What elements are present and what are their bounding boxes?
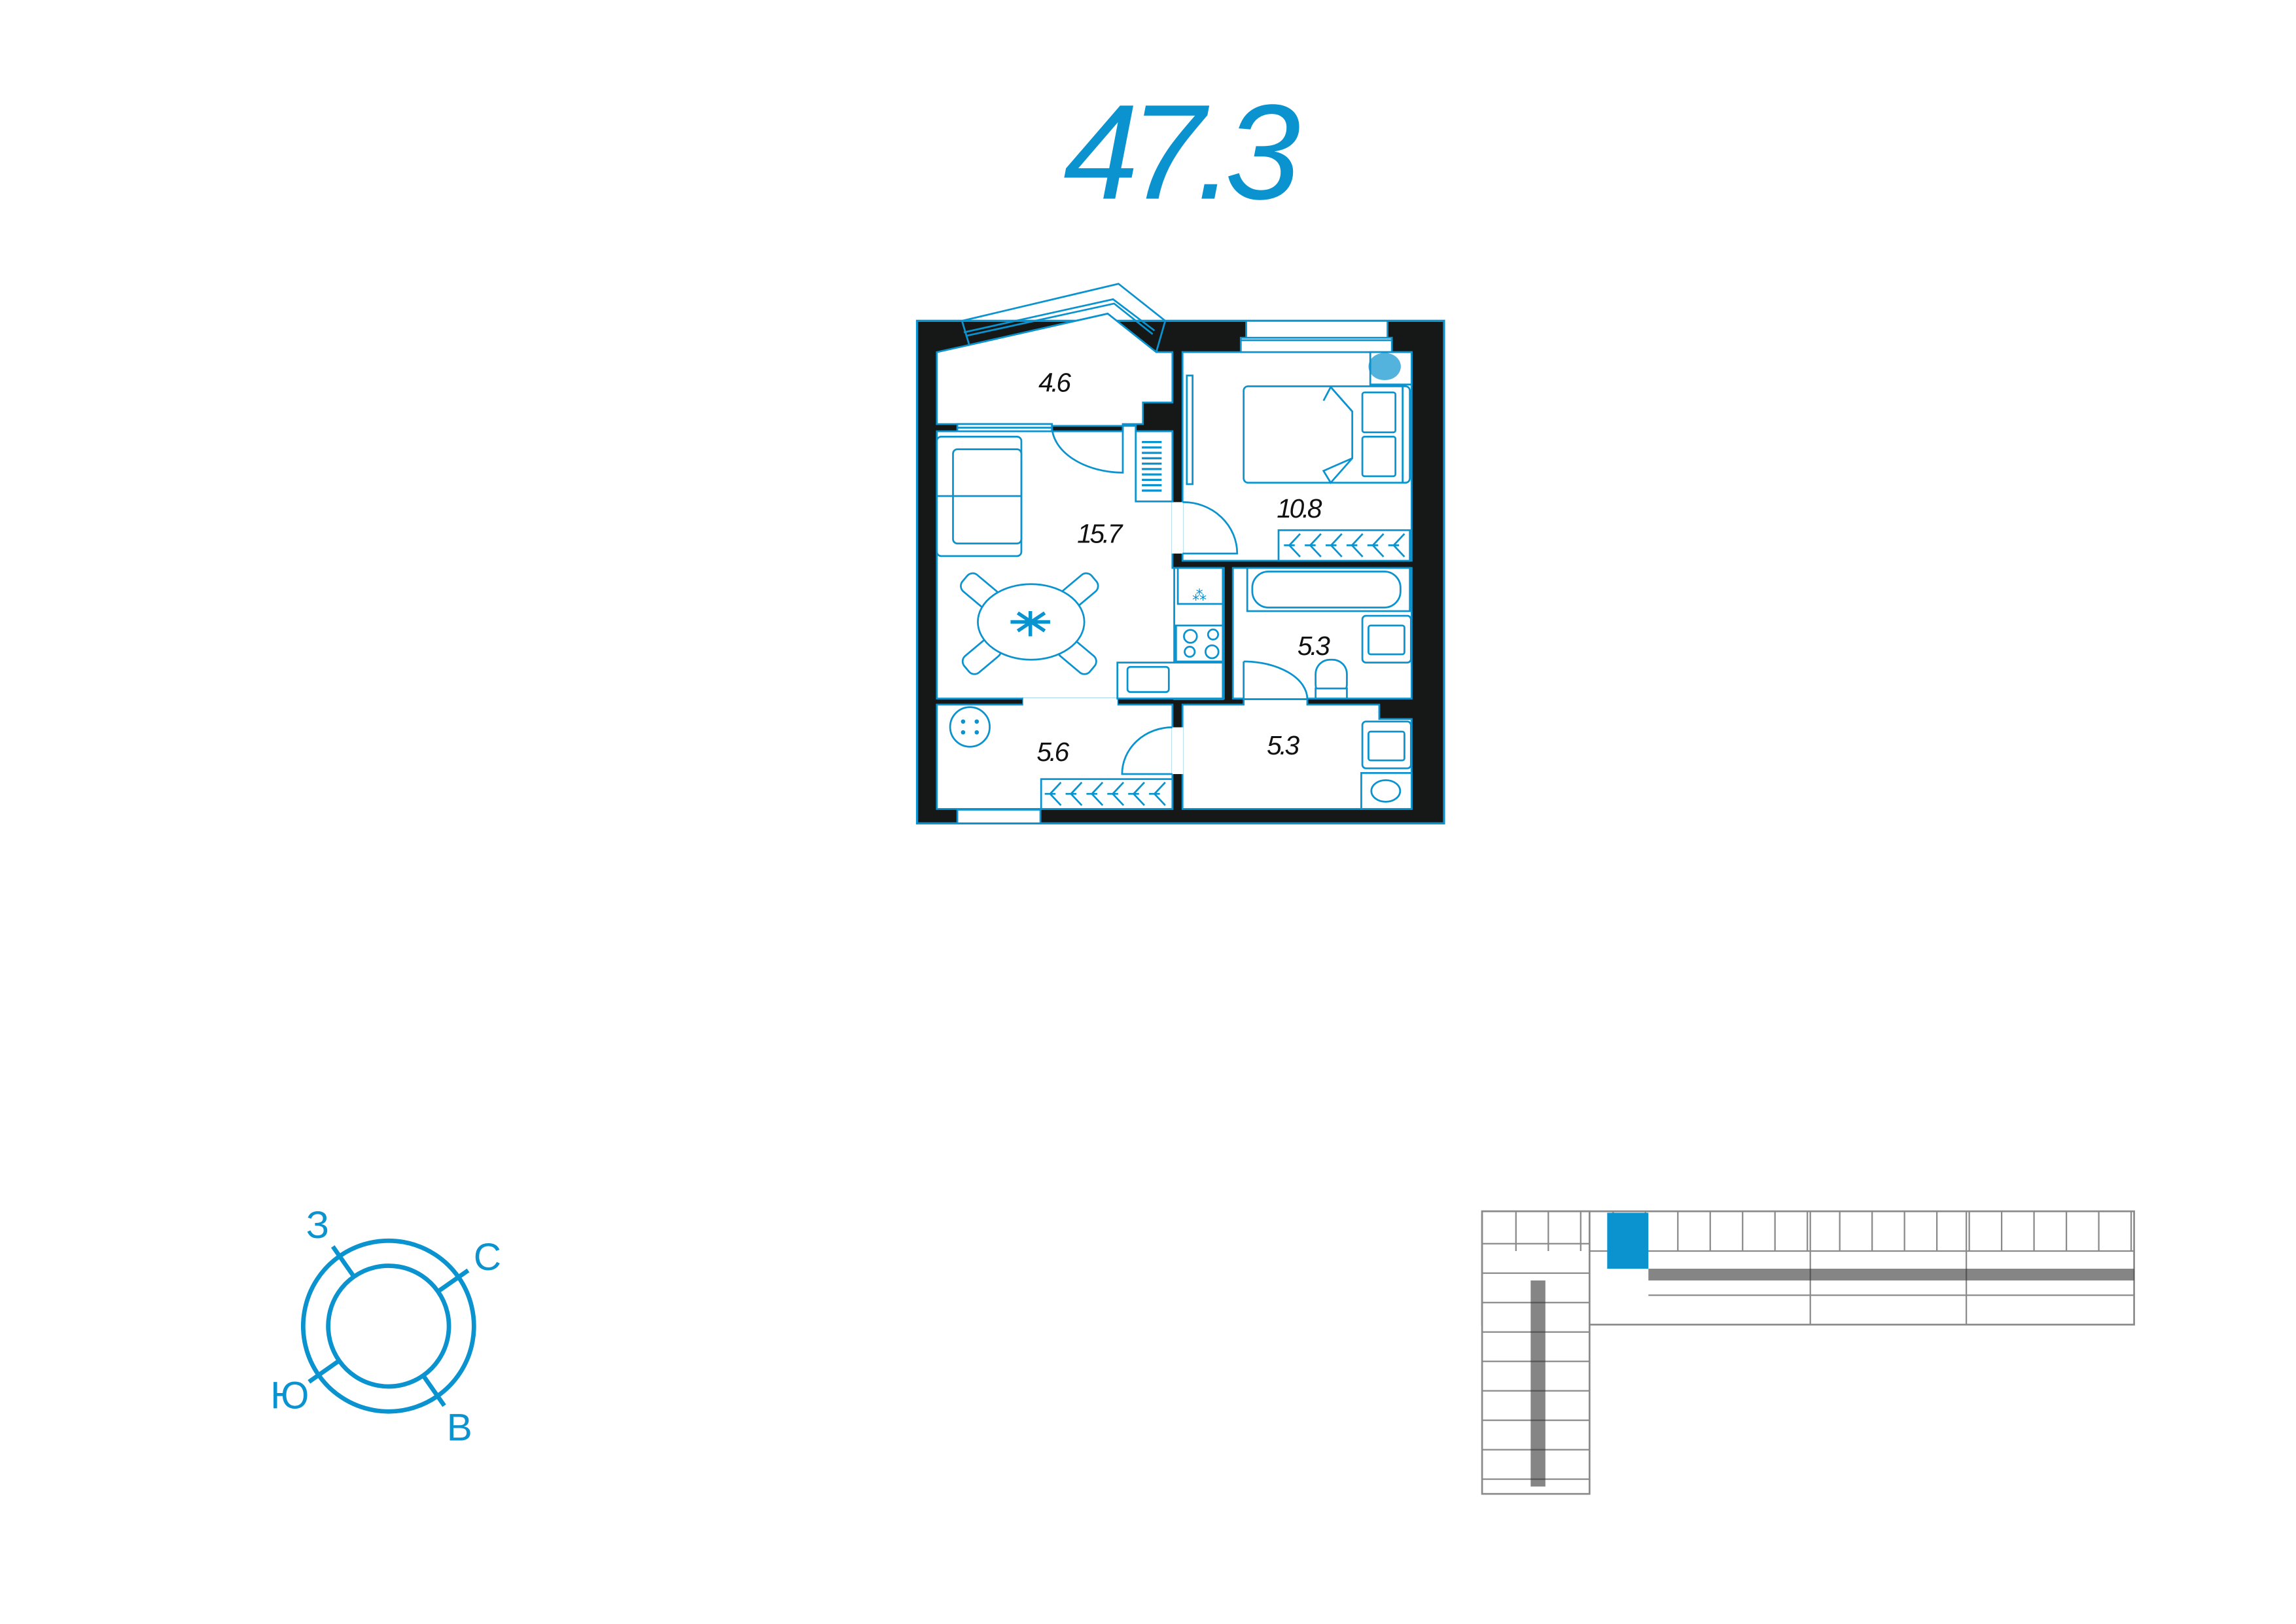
area-bathroom: 5.3 (1298, 631, 1330, 661)
toilet (1315, 658, 1348, 699)
hanger-icon (1128, 781, 1145, 806)
bedroom-doorway (1171, 502, 1184, 554)
highlighted-apartment (1607, 1212, 1649, 1269)
bedroom-window (1239, 319, 1393, 353)
washing-machine (1360, 772, 1413, 810)
door-bedroom (1182, 501, 1239, 555)
hanger-icon (1086, 781, 1104, 806)
hanger-icon (1367, 533, 1385, 557)
compass-east: В (447, 1407, 472, 1449)
hanger-icon (1149, 781, 1166, 806)
apartment-area-title: 47.3 (1063, 77, 1299, 228)
area-bedroom: 10.8 (1277, 493, 1322, 523)
wardrobe-bedroom (1277, 529, 1411, 562)
hanger-icon (1326, 533, 1343, 557)
hall-window (956, 809, 1042, 824)
area-hall: 5.6 (1036, 737, 1069, 767)
bathtub (1246, 567, 1411, 612)
hall-doorway (1171, 727, 1184, 775)
area-corridor-bath: 5.3 (1267, 730, 1299, 760)
building-key-plan (1481, 1210, 2135, 1495)
kitchen-counter: ⁂ (1116, 567, 1224, 701)
hall-pouf (949, 706, 991, 748)
hood-icon: ⁂ (1192, 588, 1207, 605)
area-loggia: 4.6 (1038, 368, 1071, 398)
compass-north: С (474, 1236, 501, 1279)
room-corridor-bath (1181, 698, 1413, 810)
hanger-icon (1346, 533, 1364, 557)
hanger-icon (1065, 781, 1083, 806)
compass-west: З (306, 1204, 329, 1246)
door-bathroom (1243, 660, 1309, 699)
area-living-kitchen: 15.7 (1077, 519, 1123, 549)
kitchen-sink-icon (1116, 662, 1224, 699)
hanger-icon (1305, 533, 1322, 557)
key-plan-corridor (1648, 1268, 2134, 1280)
door-loggia (1051, 425, 1124, 474)
tv-panel (1186, 374, 1193, 485)
sink-corridor (1361, 720, 1412, 769)
compass-south: Ю (270, 1375, 309, 1417)
bed (1243, 385, 1411, 485)
compass: С В Ю З (270, 1204, 501, 1449)
dining-table (960, 572, 1099, 675)
bathroom-sink (1361, 614, 1412, 663)
loggia-door-window (956, 423, 1053, 432)
sofa (936, 435, 1023, 557)
wardrobe-hall (1040, 778, 1174, 810)
hanger-icon (1044, 781, 1062, 806)
radiator (1135, 430, 1174, 503)
stove-icon (1174, 624, 1224, 663)
apartment-plan: ⁂ (915, 283, 1445, 824)
plant-leaves (1368, 353, 1401, 381)
door-hall (1121, 726, 1173, 775)
hanger-icon (1284, 533, 1301, 557)
hanger-icon (1107, 781, 1125, 806)
passage-living-hall (1023, 697, 1118, 706)
flower-icon (1010, 610, 1050, 637)
hanger-icon (1388, 533, 1405, 557)
